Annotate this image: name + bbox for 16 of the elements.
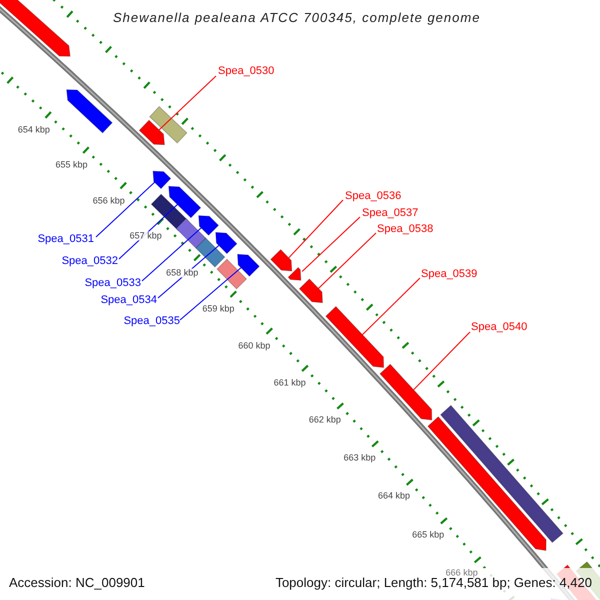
accession-text: Accession: NC_009901 [9, 576, 145, 589]
scale-label: 665 kbp [411, 530, 446, 540]
scale-label: 666 kbp [444, 568, 479, 578]
scale-label: 655 kbp [54, 160, 89, 170]
scale-label: 659 kbp [201, 304, 236, 314]
title: Shewanella pealeana ATCC 700345, complete genome [113, 11, 480, 24]
scale-label: 662 kbp [308, 416, 342, 425]
scale-label: 656 kbp [92, 196, 126, 206]
genome-info-text: Topology: circular; Length: 5,174,581 bp; Genes: 4,420 [275, 576, 592, 589]
scale-label: 658 kbp [165, 268, 200, 277]
scale-label: 654 kbp [16, 126, 51, 135]
scale-label: 664 kbp [376, 492, 412, 501]
scale-label: 657 kbp [128, 232, 163, 241]
scale-label: 663 kbp [342, 454, 377, 463]
scale-label: 661 kbp [272, 378, 307, 388]
scale-label: 660 kbp [237, 341, 272, 350]
